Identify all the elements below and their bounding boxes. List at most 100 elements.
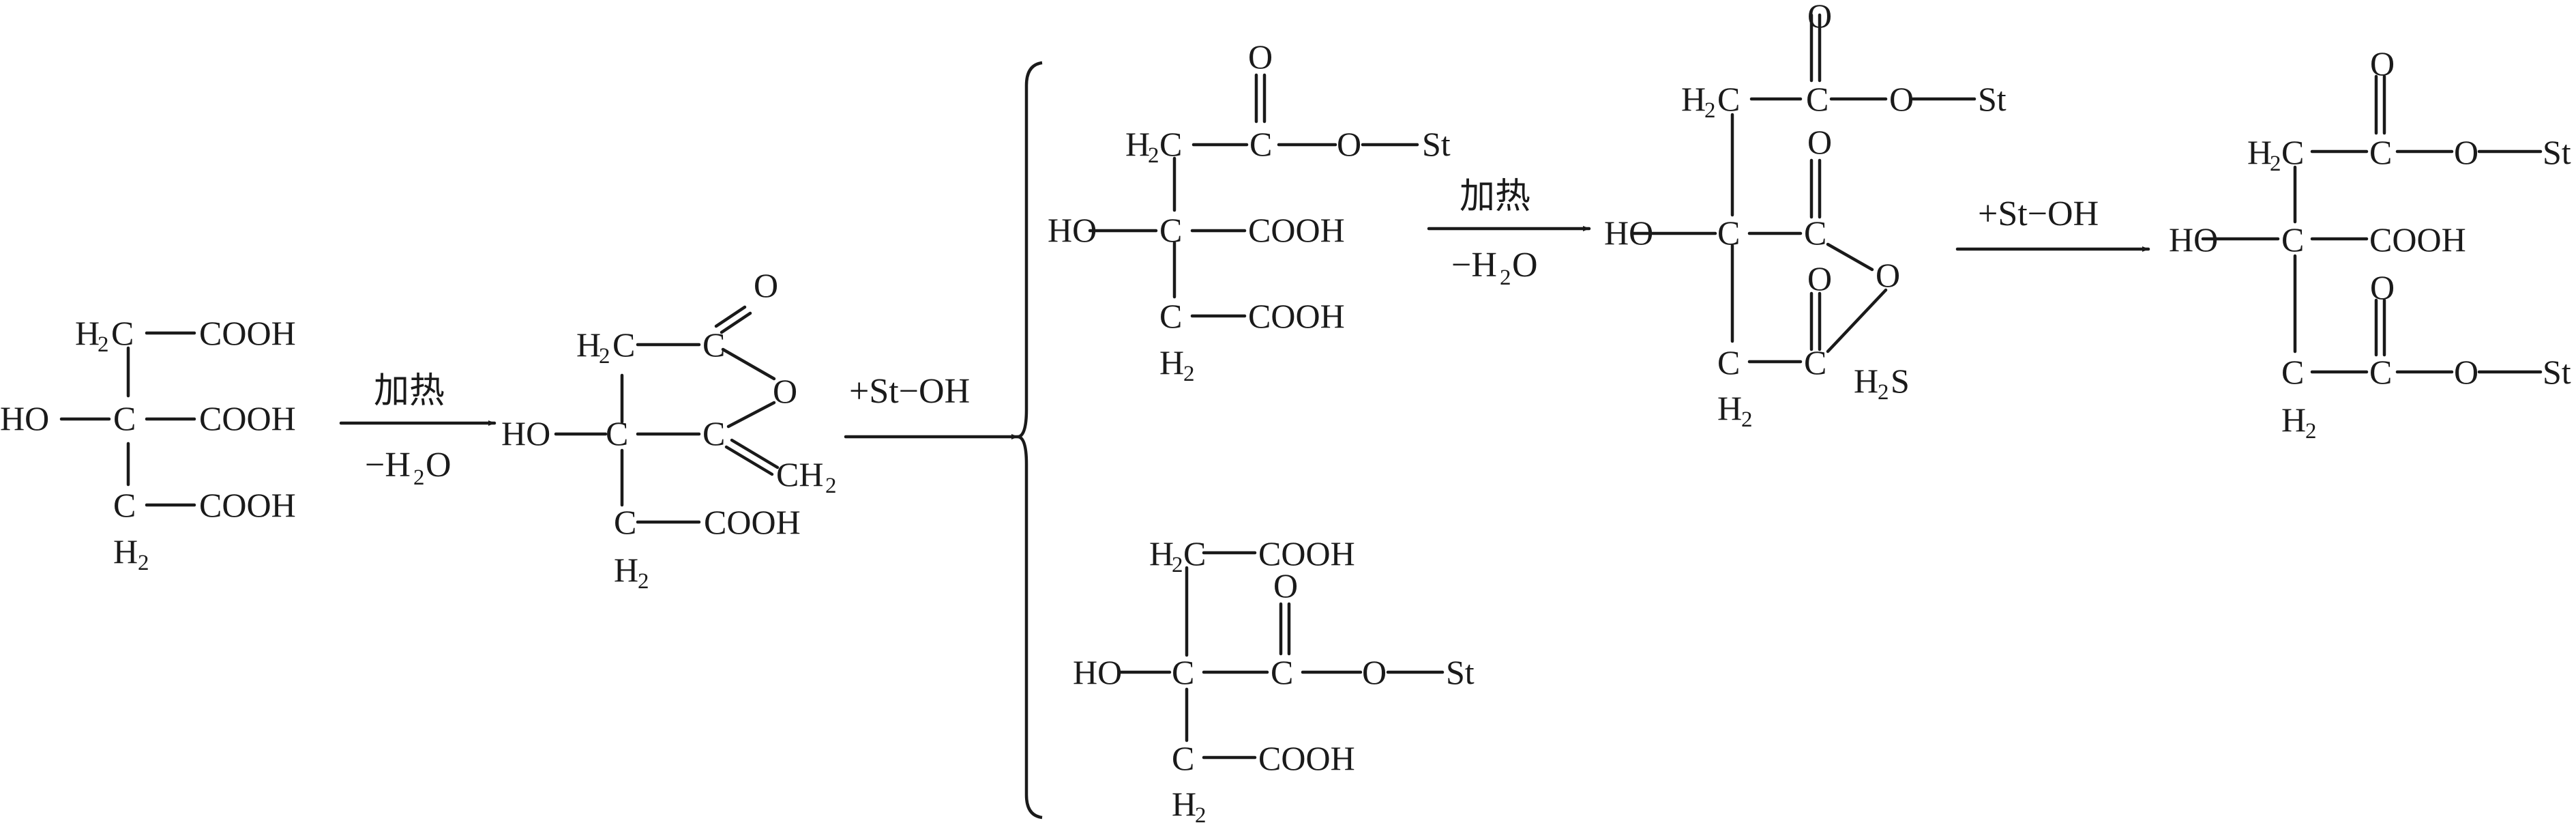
cyclic-anhydride-ester-molecule: O H 2 C C O St O HO C C O O C C H 2 S H …: [1604, 0, 2007, 432]
cooh-middle: COOH: [199, 399, 296, 437]
methylene-sub: 2: [825, 474, 837, 498]
reaction-arrow-1: 加热 −H 2 O: [339, 372, 497, 490]
ch2-bottom-h: H: [614, 551, 638, 589]
branch-brace: [1017, 61, 1043, 820]
h2s-sub: 2: [1878, 380, 1889, 405]
dehydrate-minus-h: −H: [1451, 246, 1497, 285]
central-c: C: [1159, 211, 1182, 249]
ch2-sub: 2: [1172, 553, 1183, 577]
carbonyl-o: O: [1273, 566, 1298, 605]
ch2-bottom-c: C: [1172, 739, 1194, 777]
ch2-top-c: C: [111, 314, 134, 352]
monoester-top-molecule: O H 2 C C O St HO C COOH C COOH H 2: [1048, 38, 1451, 386]
carbonyl-o: O: [754, 266, 778, 304]
ch2-sub: 2: [1148, 143, 1159, 168]
ch2-h: H: [1149, 534, 1174, 573]
ch2-bottom-h: H: [1717, 389, 1742, 427]
central-c: C: [1172, 653, 1194, 691]
st-group: St: [1422, 125, 1451, 163]
ch2-bottom-h: H: [113, 532, 138, 571]
middle-carbonyl-o: O: [1807, 123, 1832, 161]
ch2-bottom-sub: 2: [638, 569, 649, 594]
ring-carbonyl-c-upper: C: [1804, 214, 1826, 252]
ho-group: HO: [1604, 214, 1653, 252]
ch2-h: H: [1125, 125, 1150, 163]
ch2-bottom-sub: 2: [1195, 803, 1206, 823]
central-c: C: [2281, 220, 2304, 259]
ch2-c: C: [1717, 80, 1740, 118]
ch2-bottom-c: C: [1159, 297, 1182, 335]
ch2-bottom-c: C: [2281, 353, 2304, 391]
heat-condition: 加热: [374, 372, 445, 411]
ch2-c: C: [1159, 125, 1182, 163]
top-st-group: St: [2543, 133, 2571, 171]
ch2-h: H: [576, 326, 601, 364]
h2s-h: H: [1854, 362, 1878, 400]
cooh-middle: COOH: [1248, 211, 1345, 249]
reaction-arrow-2: +St−OH: [844, 372, 1020, 439]
ch2-bottom-sub: 2: [1741, 407, 1753, 432]
ring-o: O: [773, 372, 797, 410]
add-st-oh: +St−OH: [1978, 194, 2099, 233]
ch2-top-h: H: [75, 314, 100, 352]
ester-c: C: [1249, 125, 1272, 163]
bottom-ester-c: C: [2369, 353, 2392, 391]
ch2-bottom-c: C: [614, 503, 636, 541]
dehydrate-sub: 2: [1500, 265, 1511, 290]
ch2-c: C: [1183, 534, 1206, 573]
cooh-top: COOH: [199, 314, 296, 352]
ester-c: C: [1271, 653, 1293, 691]
ch2-bottom-sub: 2: [2305, 419, 2317, 444]
ho-group: HO: [501, 414, 550, 452]
monoester-bottom-molecule: H 2 C COOH O HO C C O St C COOH H 2: [1073, 534, 1475, 823]
vinyl-c: C: [702, 414, 725, 452]
diester-product-molecule: O H 2 C C O St HO C COOH O C C O St H 2: [2169, 44, 2571, 444]
ch2-h: H: [2247, 133, 2272, 171]
h2s-s: S: [1891, 362, 1910, 400]
ch2-h: H: [1681, 80, 1706, 118]
carbonyl-o: O: [1248, 38, 1273, 76]
ch2-bottom-c: C: [113, 486, 136, 524]
ch2-c: C: [612, 326, 635, 364]
ch2-bottom-h: H: [1159, 343, 1184, 381]
methylene-ch: CH: [776, 455, 823, 493]
bottom-st-group: St: [2543, 353, 2571, 391]
carbonyl-c: C: [702, 326, 725, 364]
add-st-oh: +St−OH: [849, 372, 970, 411]
ester-o: O: [1362, 653, 1387, 691]
ester-o: O: [1889, 80, 1914, 118]
cooh-bottom: COOH: [1258, 739, 1355, 777]
central-c: C: [606, 414, 628, 452]
bottom-carbonyl-o: O: [2370, 268, 2395, 306]
bottom-ester-o: O: [2454, 353, 2478, 391]
ch2-bottom-sub: 2: [1183, 362, 1195, 386]
ch2-c: C: [2281, 133, 2304, 171]
dehydrate-o: O: [426, 446, 451, 485]
top-carbonyl-o: O: [2370, 44, 2395, 83]
ch2-top-sub: 2: [98, 332, 109, 357]
ester-c: C: [1806, 80, 1829, 118]
ch2-bottom-h: H: [2281, 401, 2306, 439]
top-carbonyl-o: O: [1807, 0, 1832, 35]
cooh-top: COOH: [1258, 534, 1355, 573]
ch2-sub: 2: [1704, 98, 1716, 123]
cooh-bottom: COOH: [1248, 297, 1345, 335]
ring-carbonyl-c-lower: C: [1804, 343, 1826, 381]
top-ester-c: C: [2369, 133, 2392, 171]
ester-o: O: [1337, 125, 1361, 163]
ring-o: O: [1876, 256, 1900, 294]
heat-condition: 加热: [1460, 177, 1530, 216]
cooh: COOH: [704, 503, 801, 541]
st-group: St: [1446, 653, 1475, 691]
cooh: COOH: [2369, 220, 2466, 259]
ch2-bottom-c: C: [1717, 343, 1740, 381]
anhydride-molecule: O H 2 C C O HO C C CH 2 C COOH H 2: [501, 266, 837, 594]
dehydrate-o: O: [1512, 246, 1538, 285]
dehydrate-minus-h: −H: [365, 446, 411, 485]
ho-group: HO: [0, 399, 49, 437]
dehydrate-sub: 2: [413, 465, 425, 490]
ho-group: HO: [1048, 211, 1097, 249]
ho-group: HO: [2169, 220, 2218, 259]
ch2-sub: 2: [2270, 151, 2281, 176]
